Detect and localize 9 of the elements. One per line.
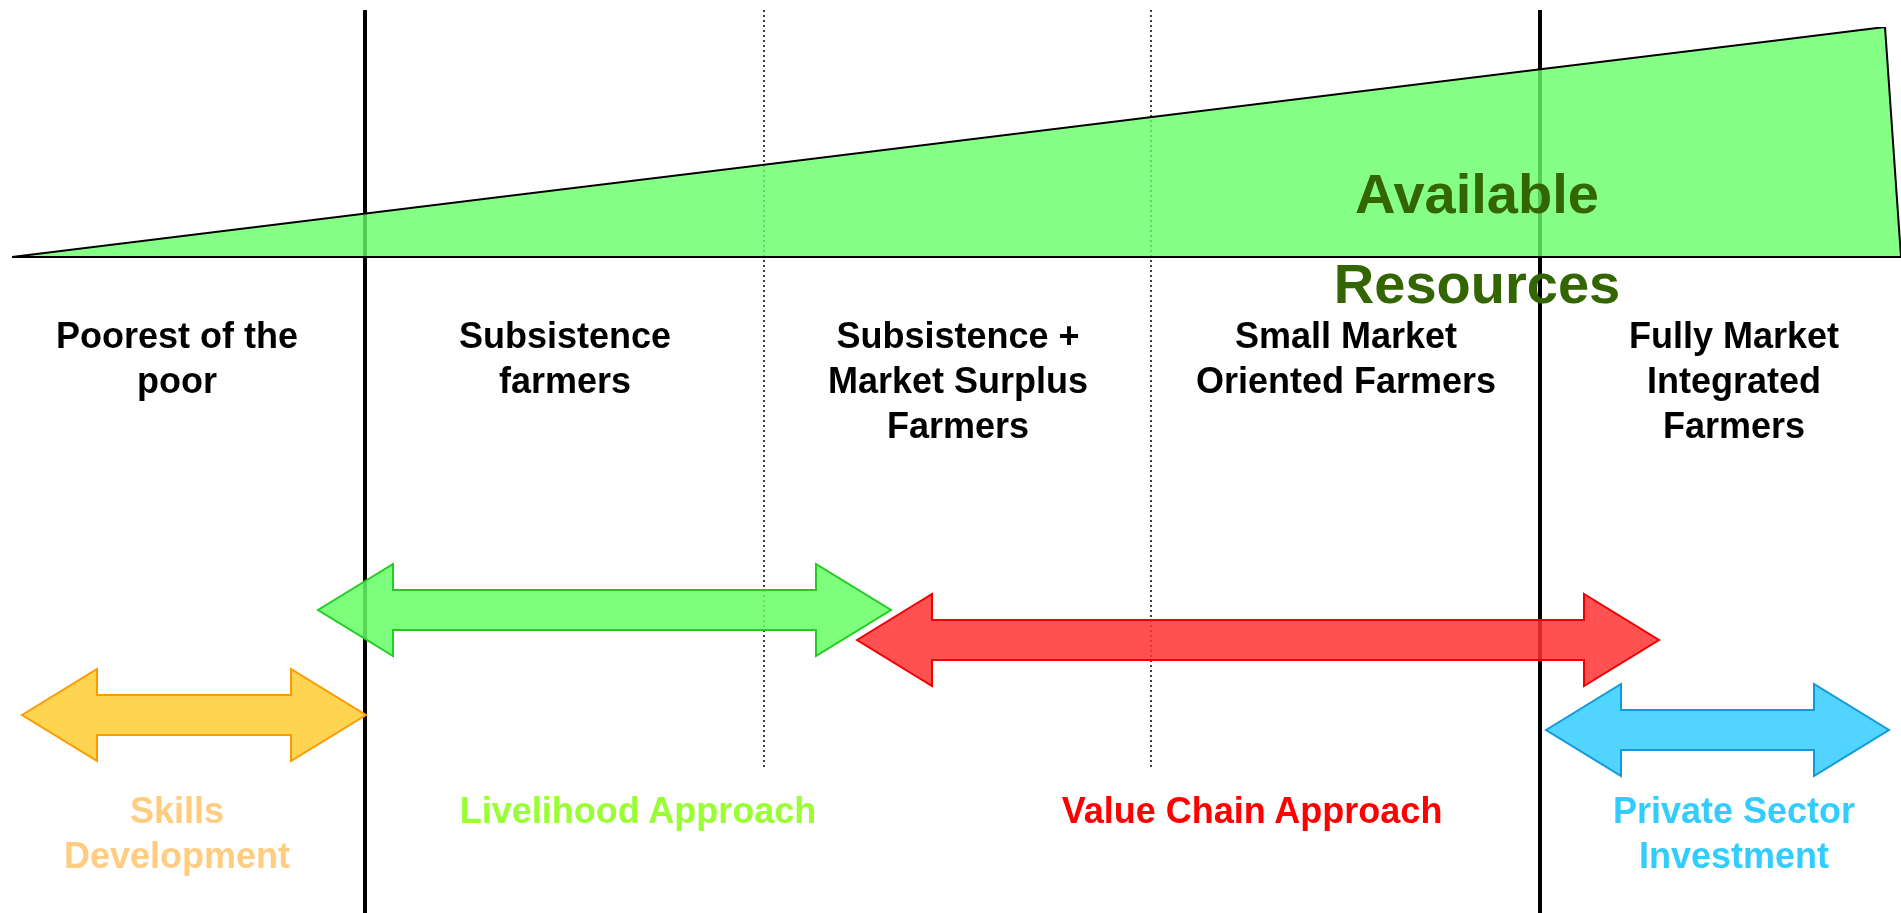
approach-label: Livelihood Approach [458, 789, 818, 833]
farmer-category-label: Fully Market Integrated Farmers [1627, 314, 1841, 448]
farmer-category-label: Poorest of the poor [55, 314, 299, 403]
approach-label: Skills Development [62, 789, 292, 878]
approach-label: Value Chain Approach [1060, 789, 1444, 833]
approach-label: Private Sector Investment [1611, 789, 1857, 878]
farmer-category-label: Small Market Oriented Farmers [1194, 314, 1498, 403]
farmer-category-label: Subsistence farmers [457, 314, 673, 403]
farmer-category-label: Subsistence + Market Surplus Farmers [826, 314, 1090, 448]
